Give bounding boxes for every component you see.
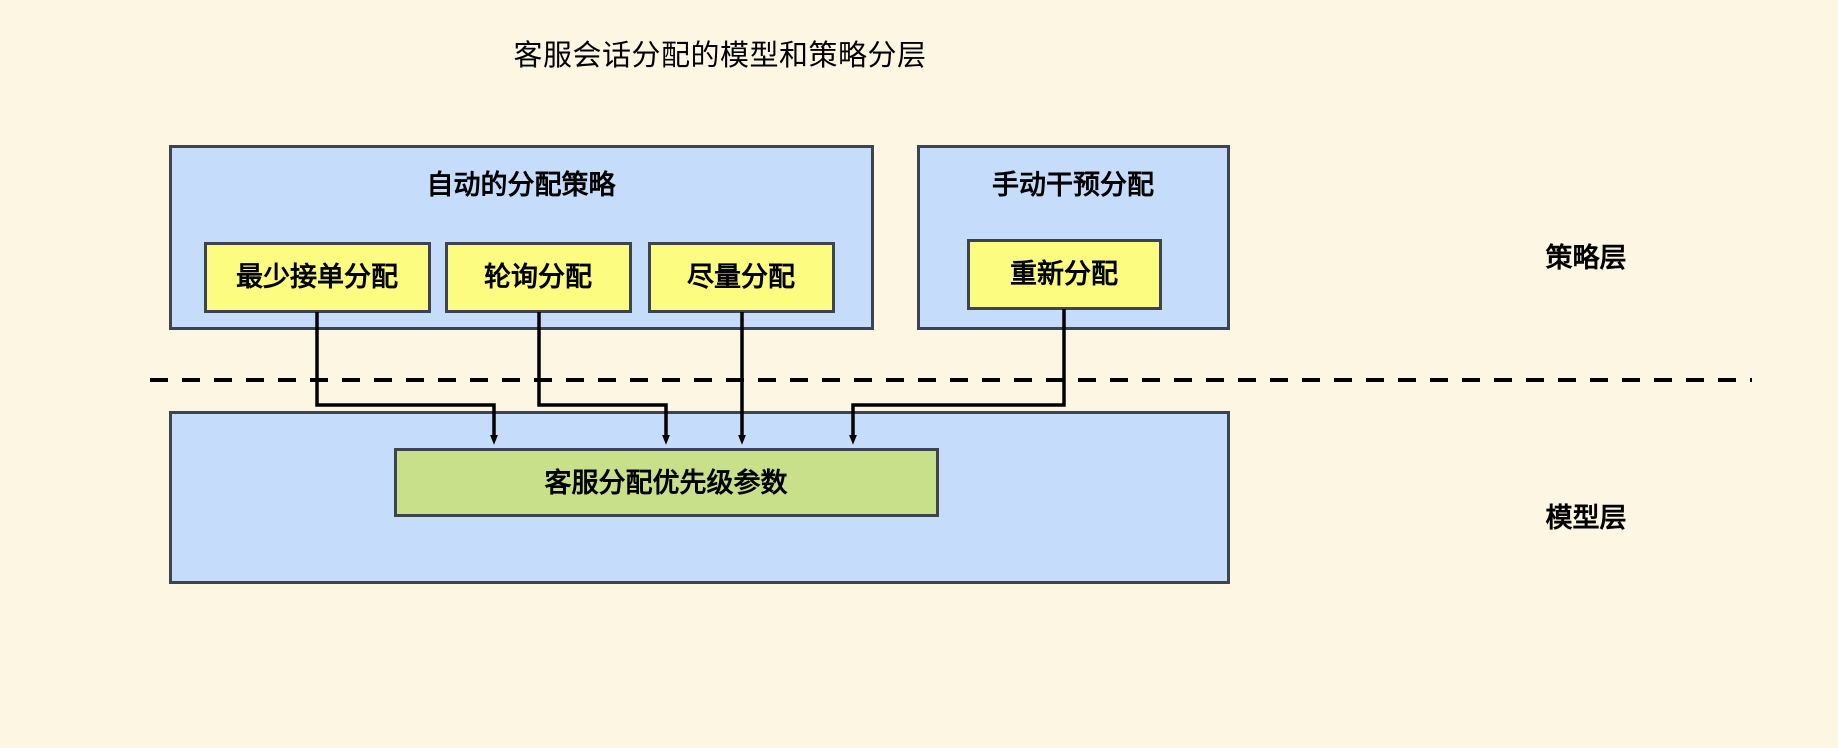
node-box-least-orders[interactable] [204, 242, 431, 313]
connector-round-robin [537, 312, 670, 445]
connector-least-orders [315, 312, 498, 445]
node-box-best-effort[interactable] [648, 242, 835, 313]
node-box-round-robin[interactable] [445, 242, 632, 313]
connector-reassign [849, 309, 1066, 445]
node-box-reassign[interactable] [967, 239, 1162, 310]
node-box-priority-param[interactable] [394, 448, 939, 517]
